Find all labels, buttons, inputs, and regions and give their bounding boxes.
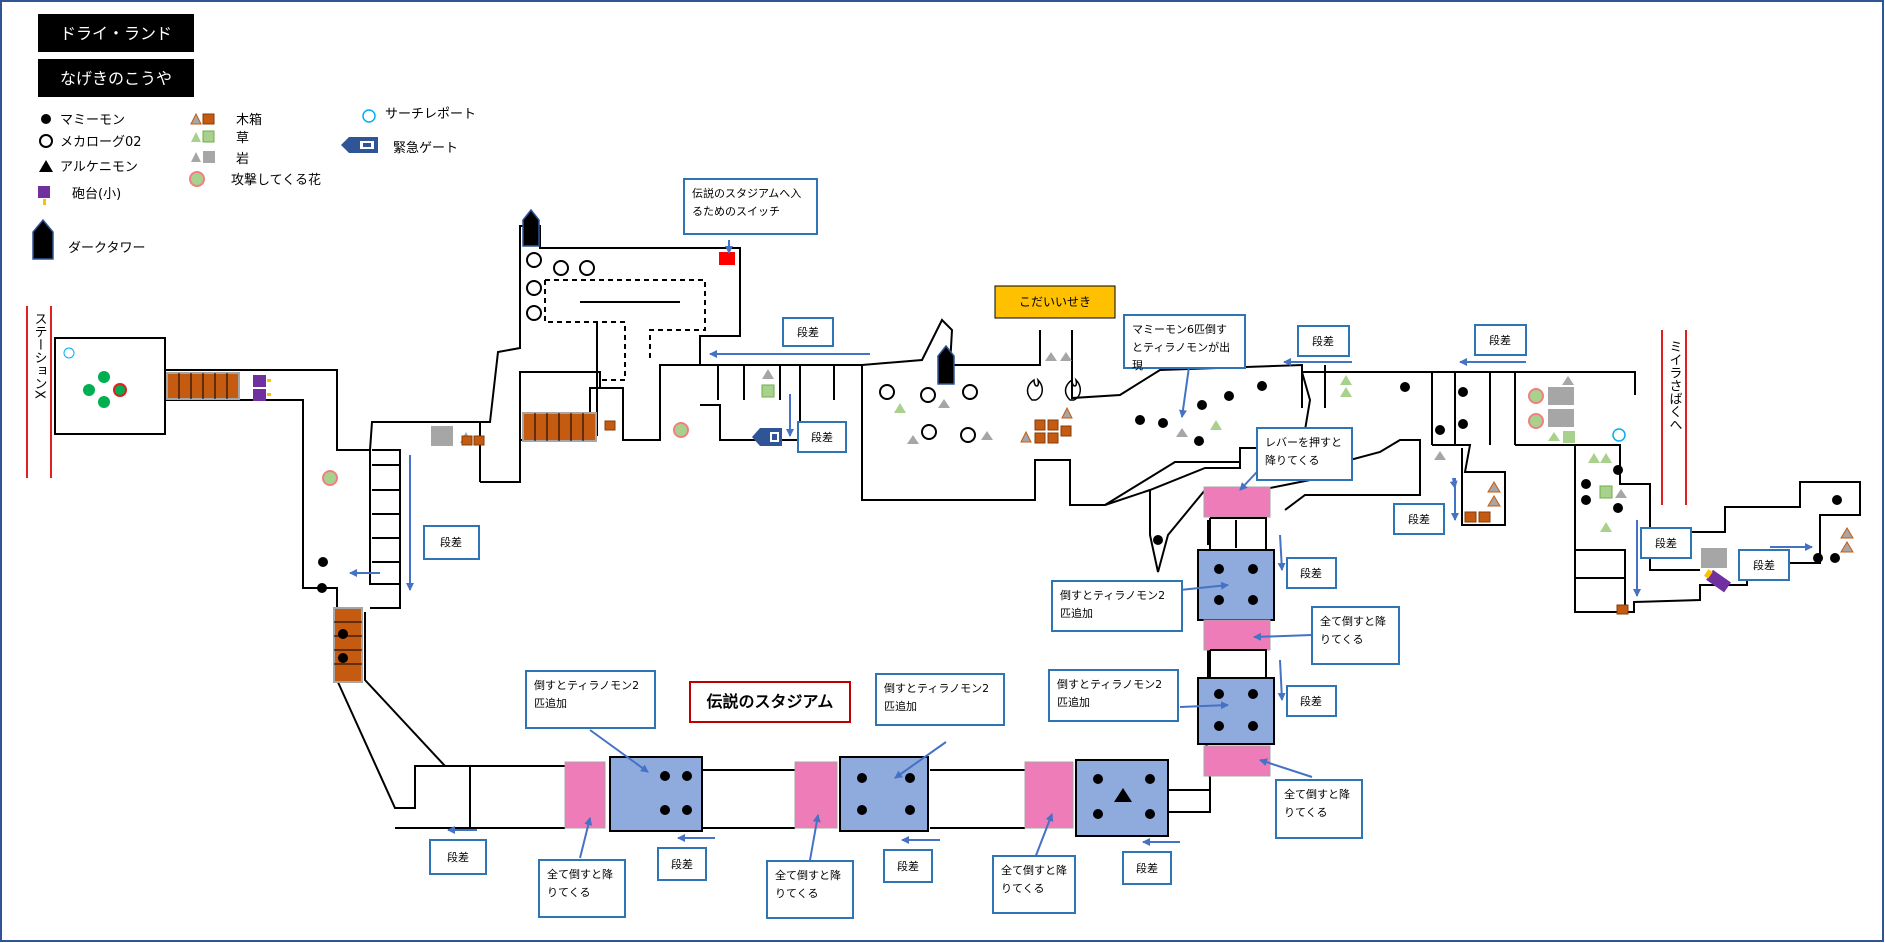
region-title-text: ドライ・ランド bbox=[60, 24, 172, 43]
callout-all-defeat: 全て倒すと降りてくる bbox=[1284, 788, 1350, 819]
step-label: 段差 bbox=[440, 535, 462, 549]
ruins-title: こだいいせき bbox=[994, 285, 1116, 319]
step-label: 段差 bbox=[1136, 861, 1158, 875]
step-label: 段差 bbox=[897, 859, 919, 873]
legend-flower: 攻撃してくる花 bbox=[231, 172, 321, 188]
darktower-icon bbox=[522, 208, 540, 247]
area-title: なげきのこうや bbox=[38, 59, 194, 97]
legend: マミーモン メカローグ02 アルケニモン 砲台(小) ダークタワー 木箱 草 岩… bbox=[32, 107, 476, 260]
stadium-title: 伝説のスタジアム bbox=[689, 681, 851, 723]
darktower-legend-icon bbox=[32, 218, 54, 260]
ruins-title-text: こだいいせき bbox=[1019, 295, 1091, 309]
legend-report: サーチレポート bbox=[385, 107, 476, 122]
legend-alkemon: アルケニモン bbox=[60, 160, 138, 175]
stadium-title-text: 伝説のスタジアム bbox=[707, 692, 834, 711]
legend-gate: 緊急ゲート bbox=[393, 141, 458, 156]
legend-mecalog: メカローグ02 bbox=[60, 135, 142, 150]
grass-legend-icon bbox=[191, 132, 201, 142]
callout-all-defeat: 全て倒すと降りてくる bbox=[1320, 615, 1386, 646]
callout-all-defeat: 全て倒すと降りてくる bbox=[547, 868, 613, 899]
step-labels: 段差 段差 段差 段差 段差 段差 段差 段差 段差 段差 段差 段差 段差 段… bbox=[423, 317, 1790, 885]
grass bbox=[761, 375, 1613, 532]
area-title-text: なげきのこうや bbox=[60, 69, 172, 88]
callout-switch: 伝説のスタジアムへ入るためのスイッチ bbox=[692, 187, 802, 218]
callout-tyrano-add: 倒すとティラノモン2匹追加 bbox=[534, 679, 640, 710]
step-label: 段差 bbox=[671, 857, 693, 871]
arrows bbox=[349, 240, 1813, 861]
flower-legend-icon bbox=[189, 171, 205, 187]
callout-all-defeat: 全て倒すと降りてくる bbox=[775, 869, 841, 900]
walls bbox=[165, 225, 1861, 829]
step-label: 段差 bbox=[797, 325, 819, 339]
step-label: 段差 bbox=[1655, 536, 1677, 550]
rocks bbox=[431, 352, 1727, 568]
boxes bbox=[461, 419, 1629, 615]
station-x: ステーションX bbox=[26, 306, 166, 478]
callouts: 伝説のスタジアムへ入るためのスイッチ マミーモン6匹倒すとティラノモンが出現 レ… bbox=[525, 178, 1400, 919]
alkemon-legend-icon bbox=[39, 160, 53, 172]
report-legend-icon bbox=[362, 109, 376, 123]
rock-legend-icon bbox=[191, 152, 201, 162]
station-report-icon bbox=[63, 347, 75, 359]
callout-tyrano-add: 倒すとティラノモン2匹追加 bbox=[1060, 589, 1166, 620]
mamimon bbox=[317, 381, 1842, 663]
step-label: 段差 bbox=[447, 850, 469, 864]
box-legend-icon bbox=[190, 112, 202, 125]
legend-darktower: ダークタワー bbox=[68, 241, 145, 256]
region-title: ドライ・ランド bbox=[38, 14, 194, 52]
step-label: 段差 bbox=[1489, 333, 1511, 347]
step-label: 段差 bbox=[811, 430, 833, 444]
cannon-legend-icon bbox=[38, 186, 50, 198]
step-label: 段差 bbox=[1408, 512, 1430, 526]
station-label: ステーションX bbox=[32, 312, 47, 399]
legend-grass: 草 bbox=[236, 131, 249, 146]
box-rocks bbox=[1020, 406, 1854, 553]
step-label: 段差 bbox=[1312, 334, 1334, 348]
miira-exit[interactable]: ミイラさばくへ bbox=[1661, 330, 1687, 505]
stadium bbox=[564, 486, 1275, 837]
mamimon-legend-icon bbox=[41, 114, 51, 124]
report-icon[interactable] bbox=[1612, 428, 1626, 442]
step-label: 段差 bbox=[1300, 566, 1322, 580]
fire-icon bbox=[1026, 377, 1081, 401]
miira-label: ミイラさばくへ bbox=[1667, 340, 1683, 431]
flowers bbox=[322, 388, 1544, 486]
legend-rock: 岩 bbox=[236, 152, 249, 167]
mecalog-legend-icon bbox=[39, 134, 53, 148]
step-label: 段差 bbox=[1753, 558, 1775, 572]
mecalog bbox=[526, 252, 978, 443]
cannon bbox=[1703, 569, 1731, 593]
legend-cannon: 砲台(小) bbox=[72, 187, 121, 202]
callout-tyrano-add: 倒すとティラノモン2匹追加 bbox=[884, 682, 990, 713]
callout-lever: レバーを押すと降りてくる bbox=[1265, 436, 1342, 467]
callout-mamimon6: マミーモン6匹倒すとティラノモンが出現 bbox=[1132, 323, 1231, 372]
legend-mamimon: マミーモン bbox=[60, 113, 125, 128]
legend-box: 木箱 bbox=[236, 112, 262, 128]
cannon bbox=[253, 375, 266, 387]
emergency-gate[interactable] bbox=[752, 428, 782, 446]
stadium-switch[interactable] bbox=[719, 252, 735, 265]
callout-tyrano-add: 倒すとティラノモン2匹追加 bbox=[1057, 678, 1163, 709]
darktower-icon bbox=[937, 344, 955, 385]
step-label: 段差 bbox=[1300, 694, 1322, 708]
callout-all-defeat: 全て倒すと降りてくる bbox=[1001, 864, 1067, 895]
wood-platforms bbox=[166, 372, 597, 683]
gate-legend-icon bbox=[341, 137, 357, 153]
